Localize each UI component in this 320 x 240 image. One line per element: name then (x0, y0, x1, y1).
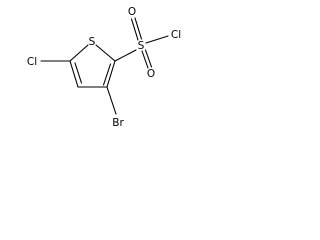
bond-c2-c3-double (102, 63, 112, 86)
atom-label-oxygen-top: O (128, 6, 136, 18)
atom-label-ring-sulfur: S (89, 36, 96, 48)
atom-label-sulfonyl-sulfur: S (138, 40, 145, 52)
bond-s-o-top-a (130, 18, 139, 41)
atom-label-chlorine-ring: Cl (27, 56, 37, 68)
atom-label-oxygen-bottom: O (147, 68, 155, 80)
bond-s-o-bottom-a (141, 50, 149, 69)
bond-c2-c3 (106, 60, 116, 88)
thiophene-ring-bonds (69, 44, 116, 88)
bond-c4-c5 (69, 60, 79, 88)
bond-s-o-bottom-b (144, 49, 153, 68)
bond-c4-c5-double (74, 62, 83, 84)
atom-label-chlorine-sulfonyl: Cl (171, 29, 181, 41)
substituent-bonds (40, 17, 169, 115)
bond-c2-sulfonyl-s (114, 49, 137, 62)
atom-labels: S S O O Cl Cl Br (27, 6, 181, 129)
bond-s-cl (145, 35, 169, 44)
bond-c5-s1 (69, 44, 89, 62)
bond-s-o-top-b (134, 17, 143, 40)
chemical-structure-diagram: S S O O Cl Cl Br (27, 6, 181, 129)
bond-s1-c2 (95, 44, 116, 62)
atom-label-bromine: Br (112, 117, 124, 129)
bond-c3-br (106, 86, 117, 115)
